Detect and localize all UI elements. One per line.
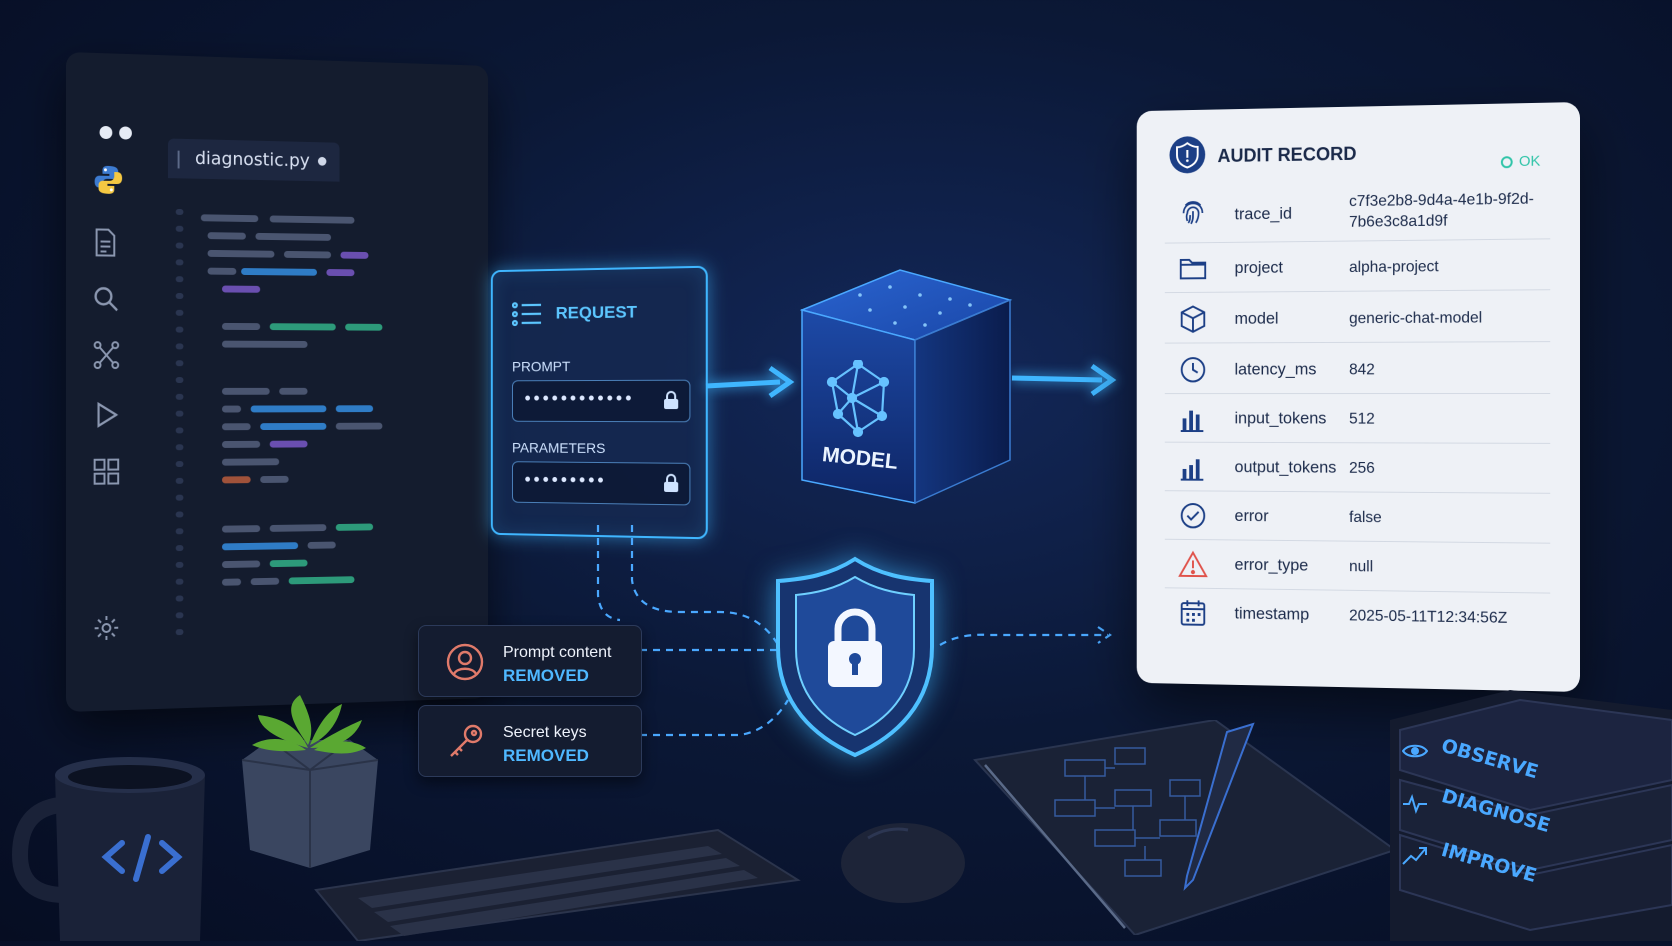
prompt-field[interactable]: ••••••••••••: [512, 379, 691, 423]
parameters-label: PARAMETERS: [512, 439, 606, 457]
field-key: error: [1234, 506, 1269, 526]
audit-row: model generic-chat-model: [1164, 291, 1551, 344]
field-value: 256: [1349, 459, 1375, 477]
audit-row: project alpha-project: [1164, 239, 1551, 294]
audit-row: trace_id c7f3e2b8-9d4a-4e1b-9f2d-7b6e3c8…: [1164, 180, 1551, 244]
audit-row: timestamp 2025-05-11T12:34:56Z: [1165, 587, 1550, 642]
prompt-masked-value: ••••••••••••: [524, 387, 635, 409]
eye-icon: [1401, 742, 1429, 765]
field-key: output_tokens: [1234, 457, 1337, 477]
request-to-model-arrow: [705, 365, 795, 399]
prompt-removed-card: Prompt content REMOVED: [418, 625, 642, 697]
calendar-icon: [1178, 597, 1208, 629]
key-icon: [445, 722, 485, 762]
bar-chart-icon: [1178, 451, 1208, 482]
settings-icon[interactable]: [92, 613, 121, 644]
warning-icon: [1178, 549, 1208, 580]
field-value: generic-chat-model: [1349, 309, 1483, 328]
coffee-mug: [10, 745, 210, 941]
audit-row: input_tokens 512: [1164, 393, 1551, 444]
potted-plant: [230, 690, 385, 870]
field-value: 842: [1349, 361, 1375, 379]
status-text: OK: [1518, 152, 1541, 170]
source-control-icon[interactable]: [92, 340, 121, 370]
file-icon[interactable]: [92, 227, 121, 257]
pulse-icon: [1402, 794, 1428, 819]
field-key: trace_id: [1234, 203, 1293, 224]
audit-record-card: AUDIT RECORD OK trace_id c7f3e2b8-9d4a-4…: [1136, 102, 1580, 692]
cube-icon: [1178, 304, 1208, 335]
trend-up-icon: [1402, 846, 1428, 871]
code-area[interactable]: [164, 194, 488, 689]
field-value: false: [1349, 509, 1382, 527]
user-icon: [445, 642, 485, 682]
removed-item-title: Prompt content: [503, 644, 612, 661]
request-title: REQUEST: [555, 302, 638, 323]
audit-header: AUDIT RECORD OK: [1169, 124, 1561, 180]
field-key: timestamp: [1234, 603, 1310, 624]
field-key: project: [1234, 257, 1284, 277]
check-circle-icon: [1178, 500, 1208, 531]
field-key: error_type: [1234, 555, 1309, 575]
book-stack: OBSERVE DIAGNOSE IMPROVE: [1390, 690, 1672, 941]
field-key: latency_ms: [1234, 359, 1317, 379]
shield-badge-icon: [1169, 135, 1207, 179]
model-to-audit-arrow: [1011, 363, 1117, 397]
unsaved-indicator: [317, 156, 327, 166]
parameters-masked-value: •••••••••: [524, 469, 607, 491]
editor-tab[interactable]: diagnostic.py: [167, 138, 340, 182]
bar-chart-icon: [1178, 403, 1208, 434]
secret-keys-removed-card: Secret keys REMOVED: [418, 705, 642, 777]
removed-item-status: REMOVED: [503, 746, 589, 765]
security-shield: [770, 555, 940, 760]
lock-icon: [663, 390, 679, 415]
request-card: REQUEST PROMPT •••••••••••• PARAMETERS •…: [490, 265, 708, 540]
lock-icon: [663, 473, 679, 498]
prompt-label: PROMPT: [512, 358, 571, 375]
status-dot: [1501, 156, 1513, 169]
removed-item-title: Secret keys: [503, 724, 587, 741]
field-value: 512: [1349, 410, 1375, 428]
notebook-with-pen: [965, 718, 1398, 937]
audit-row: error_type null: [1164, 538, 1551, 594]
neural-network-icon: [824, 358, 892, 443]
removed-item-status: REMOVED: [503, 666, 589, 685]
parameters-field[interactable]: •••••••••: [512, 461, 691, 506]
audit-row: output_tokens 256: [1164, 441, 1551, 494]
folder-icon: [1178, 253, 1208, 284]
code-editor-window: diagnostic.py: [66, 52, 489, 712]
run-icon[interactable]: [92, 400, 121, 430]
clock-icon: [1178, 354, 1208, 385]
window-control-dot[interactable]: [119, 126, 132, 140]
status-badge: OK: [1501, 153, 1540, 171]
python-logo-icon: [92, 163, 123, 195]
field-value: null: [1349, 558, 1374, 576]
search-icon[interactable]: [92, 284, 121, 314]
editor-tab-label: diagnostic.py: [195, 148, 310, 172]
audit-row: latency_ms 842: [1164, 343, 1551, 395]
field-key: model: [1234, 308, 1279, 328]
audit-row: error false: [1164, 490, 1551, 544]
code-brackets-icon: [101, 834, 183, 882]
field-value: c7f3e2b8-9d4a-4e1b-9f2d-7b6e3c8a1d9f: [1349, 190, 1534, 231]
model-cube[interactable]: MODEL: [799, 265, 1015, 505]
field-value: 2025-05-11T12:34:56Z: [1349, 607, 1508, 627]
field-value: alpha-project: [1349, 258, 1439, 276]
keyboard: [298, 820, 818, 943]
field-key: input_tokens: [1234, 408, 1327, 428]
computer-mouse: [838, 818, 968, 908]
list-icon: [512, 301, 543, 332]
audit-title: AUDIT RECORD: [1217, 144, 1357, 167]
extensions-icon[interactable]: [92, 457, 121, 487]
fingerprint-icon: [1178, 195, 1208, 227]
window-control-dot[interactable]: [99, 125, 113, 140]
